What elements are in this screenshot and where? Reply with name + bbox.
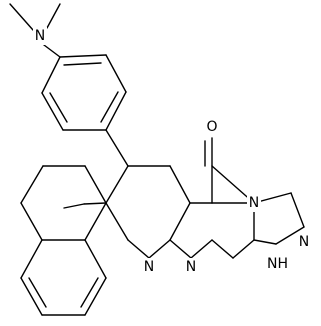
bond-core-9	[20, 165, 44, 204]
atom-nh-triazole: NH	[267, 256, 288, 272]
bond-phenyl-5	[41, 92, 64, 131]
bond-phenyl-inner-3	[49, 92, 68, 123]
bond-core-3	[169, 165, 191, 204]
bond-core-12	[84, 202, 107, 241]
bond-core-10	[20, 202, 43, 241]
bond-benzo-inner-1	[28, 277, 47, 308]
bond-benzo-1	[20, 239, 43, 279]
atom-n-dimethylamino: N	[35, 28, 45, 44]
bonds	[9, 3, 305, 316]
atom-labels: N O N N N N NH	[33, 27, 311, 276]
bond-py-3	[190, 239, 213, 259]
bond-tri-2	[290, 192, 305, 228]
bond-aryl-core	[105, 129, 129, 167]
bond-core-4	[169, 202, 191, 241]
bond-phenyl-6	[41, 56, 61, 94]
bond-phenyl-3	[105, 91, 127, 131]
bond-ch2-2	[63, 203, 85, 209]
bond-phenyl-inner-2	[100, 91, 119, 123]
bond-core-6	[105, 202, 129, 241]
bond-benzo-inner-2	[80, 277, 99, 308]
bond-benzo-4	[84, 277, 107, 316]
bond-benzo-5	[84, 239, 107, 279]
bond-ch2-1	[83, 202, 107, 205]
atom-n-pyridine: N	[144, 259, 154, 275]
bond-methyl-right	[46, 3, 61, 29]
atom-n-triazole: N	[299, 234, 309, 250]
bond-tri-4	[253, 239, 277, 245]
bond-py-1	[127, 239, 150, 259]
bond-core-7	[84, 165, 107, 204]
atom-n-bridge: N	[249, 195, 259, 211]
bond-tri-3	[275, 226, 305, 245]
bond-phenyl-1	[59, 54, 107, 58]
bond-py-2	[169, 239, 192, 259]
bond-methyl-left	[9, 3, 34, 31]
bond-py-4	[211, 239, 234, 259]
atom-n-pyrimidine: N	[186, 259, 196, 275]
bond-core-5	[148, 239, 171, 259]
bond-phenyl-2	[105, 54, 127, 93]
bond-benzo-2	[20, 277, 43, 316]
bond-core-1	[105, 165, 129, 204]
bond-py-5	[232, 239, 255, 259]
bond-phenyl-inner-1	[63, 62, 102, 66]
atom-o-carbonyl: O	[206, 119, 217, 135]
